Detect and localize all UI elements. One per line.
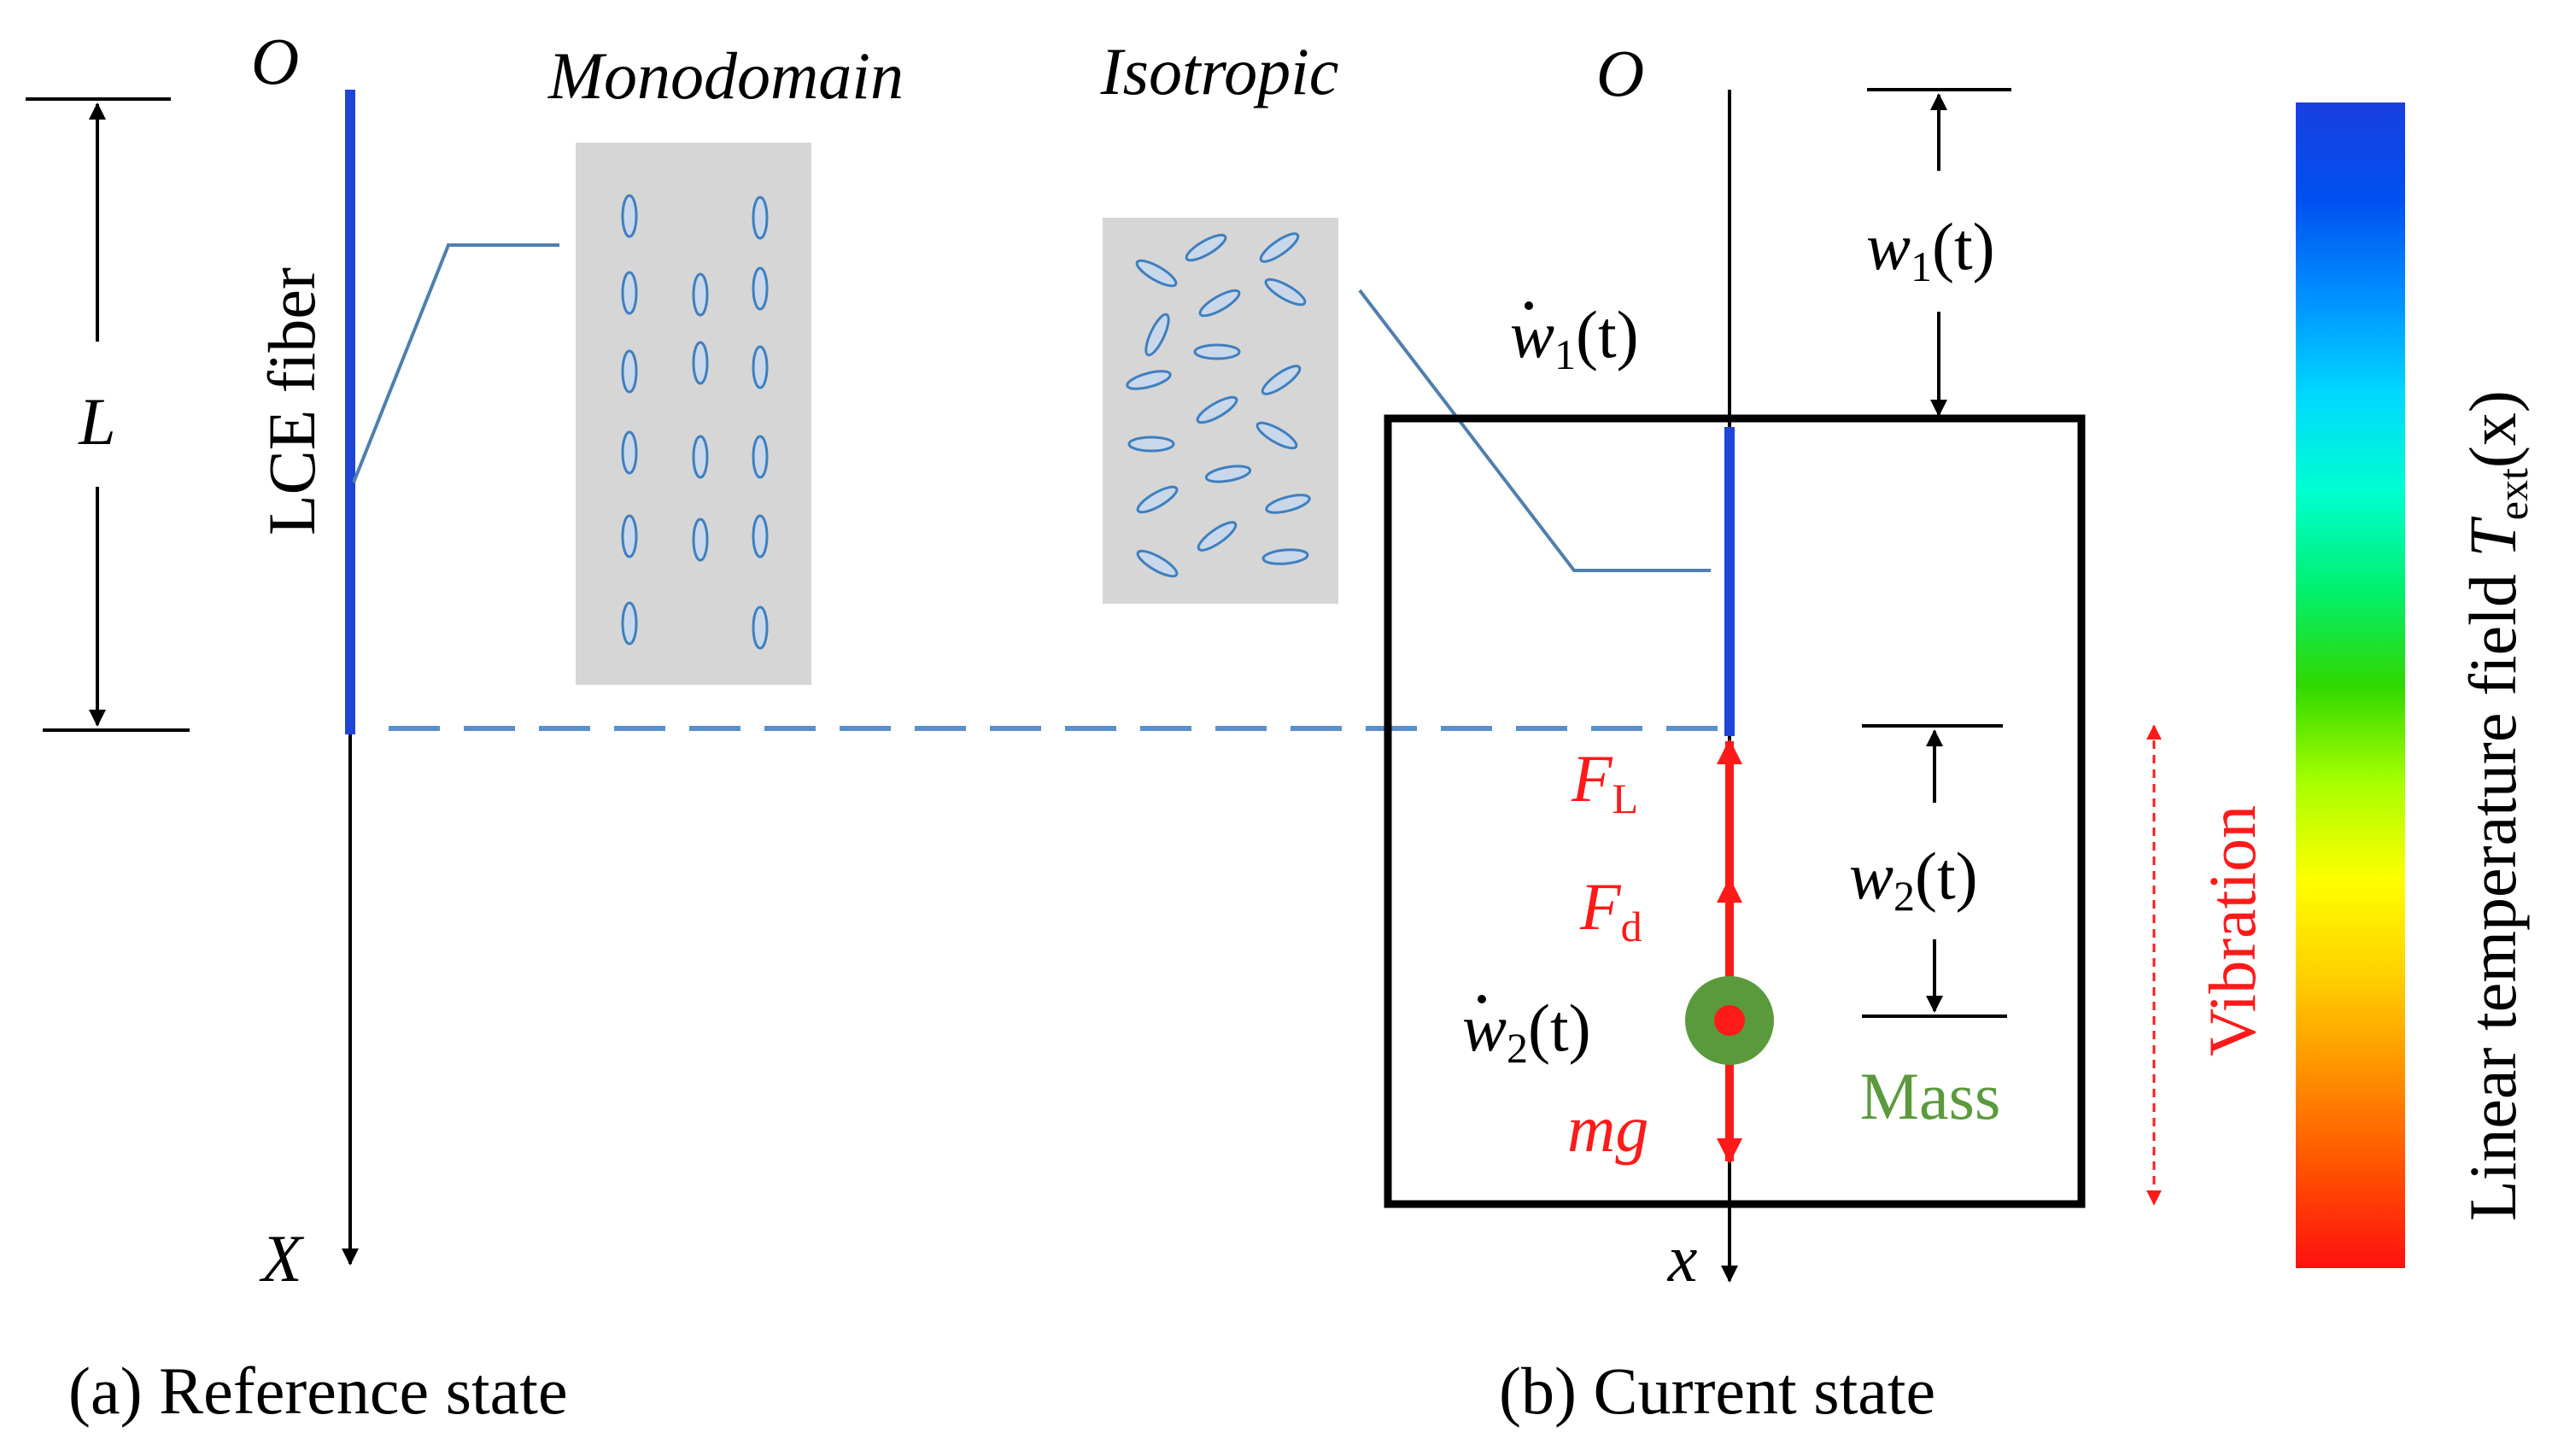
axis-x-label: x xyxy=(1667,1221,1698,1295)
origin-left-label: O xyxy=(251,24,299,98)
monodomain-leader-line xyxy=(352,243,559,483)
axis-X-label: X xyxy=(259,1221,305,1295)
current-state: O x w1(t) w1(t) FL Fd mg xyxy=(1384,36,2269,1295)
isotropic-mesogens xyxy=(1126,232,1311,578)
colorbar-title: Linear temperature field Text(x) xyxy=(2455,390,2537,1221)
mass-label: Mass xyxy=(1860,1059,2001,1133)
vibration-label: Vibration xyxy=(2195,805,2269,1056)
isotropic-leader-line xyxy=(1358,289,1711,572)
heating-box xyxy=(1384,414,2086,1208)
length-label: L xyxy=(78,384,115,459)
w1-dot-overdot xyxy=(1525,301,1533,310)
temperature-colorbar: Linear temperature field Text(x) xyxy=(2296,102,2537,1268)
w2-label: w2(t) xyxy=(1849,839,1978,920)
force-Fd-label: Fd xyxy=(1579,869,1642,950)
mass-center-dot xyxy=(1714,1005,1745,1036)
monodomain-mesogens xyxy=(621,194,769,650)
colorbar-rect xyxy=(2296,102,2405,1268)
w2-dot-overdot xyxy=(1478,995,1486,1003)
fiber-label: LCE fiber xyxy=(255,267,329,535)
isotropic-group: Isotropic xyxy=(1100,34,1711,604)
caption-current-state: (b) Current state xyxy=(1499,1354,1935,1428)
monodomain-label: Monodomain xyxy=(547,38,904,113)
caption-reference-state: (a) Reference state xyxy=(68,1354,568,1428)
reference-state: L X O LCE fiber Monodomain xyxy=(26,24,904,1295)
monodomain-panel xyxy=(576,143,811,685)
w1-dot-label: w1(t) xyxy=(1510,297,1639,378)
origin-right-label: O xyxy=(1596,36,1644,110)
isotropic-label: Isotropic xyxy=(1100,34,1339,108)
force-FL-label: FL xyxy=(1571,741,1638,822)
w1-label: w1(t) xyxy=(1866,209,1995,290)
w2-dot-label: w2(t) xyxy=(1462,991,1591,1072)
force-mg-label: mg xyxy=(1567,1091,1648,1166)
